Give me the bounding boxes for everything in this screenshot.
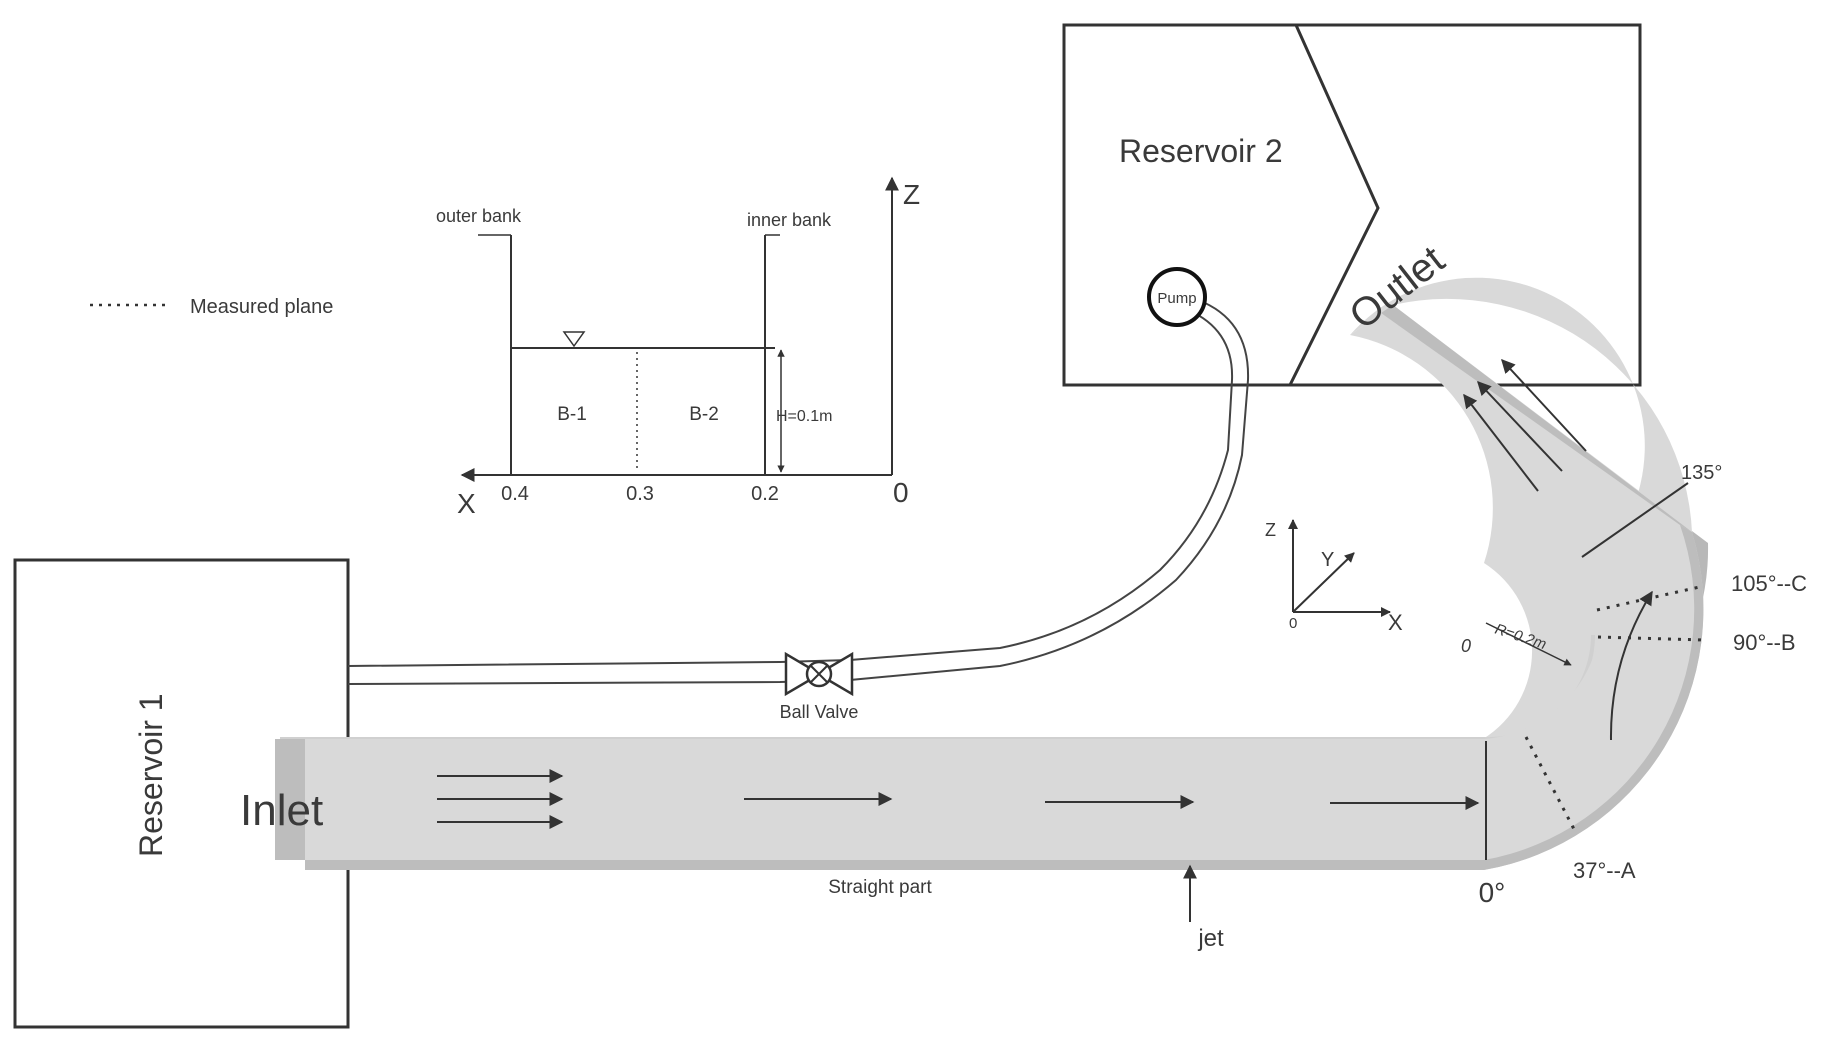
reservoir-2 xyxy=(1062,23,1642,387)
return-pipe xyxy=(347,299,1250,685)
tick-0-3: 0.3 xyxy=(626,483,654,505)
cross-section-origin-label: 0 xyxy=(893,477,909,508)
b2-label: B-2 xyxy=(689,404,719,425)
pump-icon xyxy=(1147,267,1207,327)
axis3d-x-label: X xyxy=(1388,610,1403,635)
reservoir-2-label: Reservoir 2 xyxy=(1119,133,1283,169)
flow-arrows-straight xyxy=(437,769,1480,829)
b1-label: B-1 xyxy=(557,404,587,425)
ball-valve-label: Ball Valve xyxy=(780,702,859,722)
axis3d-z-label: Z xyxy=(1265,520,1276,540)
outer-bank-label: outer bank xyxy=(436,206,522,226)
inner-bank-label: inner bank xyxy=(747,210,832,230)
radius-indicator xyxy=(1485,622,1572,666)
axis3d-y-label: Y xyxy=(1321,549,1334,571)
pump-label: Pump xyxy=(1157,290,1196,307)
angle-105-label: 105°--C xyxy=(1731,571,1807,596)
tick-0-4: 0.4 xyxy=(501,483,529,505)
axes-3d xyxy=(1288,519,1391,617)
flume xyxy=(275,277,1709,870)
cross-section-z-axis-label: Z xyxy=(903,179,920,210)
flow-arrows-outlet xyxy=(1463,358,1653,741)
cross-section-x-axis-label: X xyxy=(457,488,476,519)
angle-90-label: 90°--B xyxy=(1733,630,1796,655)
bend-center-label: 0 xyxy=(1461,636,1471,656)
inlet-label: Inlet xyxy=(240,786,323,835)
legend-measured-plane-label: Measured plane xyxy=(190,296,333,318)
measured-planes xyxy=(1524,584,1705,834)
cross-section-inset xyxy=(460,176,899,482)
reservoir-1-label: Reservoir 1 xyxy=(133,693,169,857)
angle-37-label: 37°--A xyxy=(1573,858,1636,883)
jet-label: jet xyxy=(1197,925,1224,952)
depth-label: H=0.1m xyxy=(776,408,832,425)
angle-0-label: 0° xyxy=(1479,877,1506,908)
axis3d-origin-label: 0 xyxy=(1289,615,1297,632)
straight-part-label: Straight part xyxy=(828,877,932,898)
ball-valve-icon xyxy=(784,651,854,697)
angle-135-label: 135° xyxy=(1681,462,1722,484)
tick-0-2: 0.2 xyxy=(751,483,779,505)
